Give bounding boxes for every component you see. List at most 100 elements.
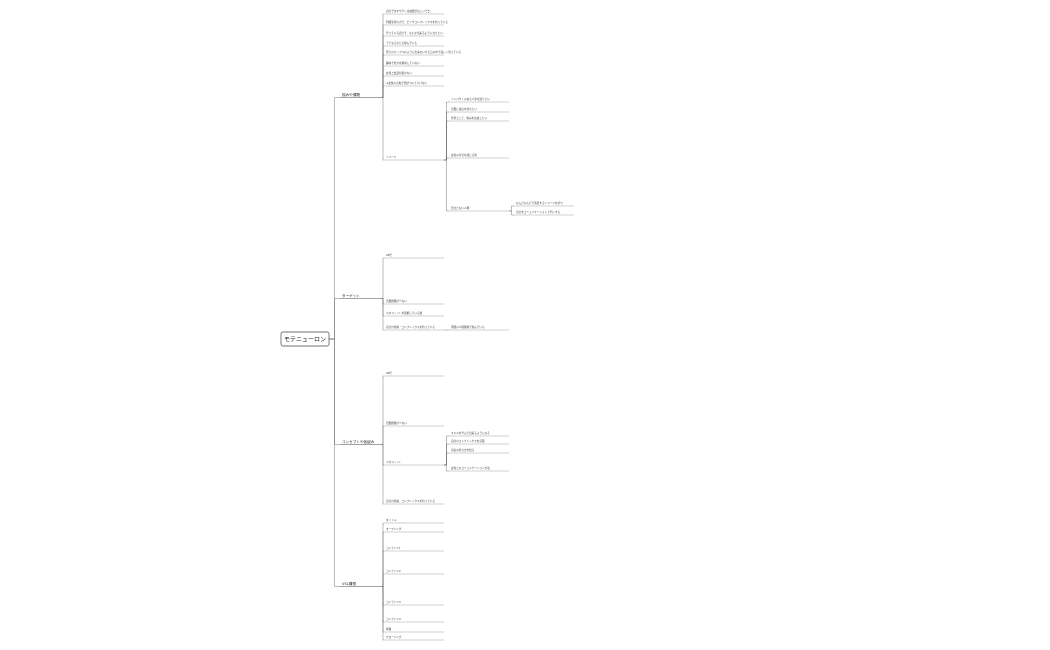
leaf-node[interactable]: ベネフィットを理解している層: [384, 311, 444, 317]
svg-text:コンテンツ3: コンテンツ3: [386, 600, 401, 604]
svg-text:周りのカップルのように出来ないけど心の中で寂しく思っている: 周りのカップルのように出来ないけど心の中で寂しく思っている: [386, 50, 461, 54]
svg-text:インパクトのある人生を送りたい: インパクトのある人生を送りたい: [451, 97, 490, 101]
connector-line: [382, 586, 384, 641]
leaf-node[interactable]: モテなるかとも悩んでいる: [384, 41, 444, 47]
connector-line: [329, 338, 340, 587]
svg-text:特典: 特典: [386, 627, 392, 631]
leaf-node[interactable]: 特典: [384, 627, 444, 633]
connector-line: [444, 464, 449, 472]
leaf-node[interactable]: 背景として、悩みを払拭したい: [449, 116, 509, 122]
leaf-node[interactable]: 女性と会話が続かない: [384, 71, 444, 77]
svg-text:オープニング: オープニング: [386, 527, 402, 531]
svg-text:20代: 20代: [386, 253, 392, 257]
svg-text:背景として、悩みを払拭したい: 背景として、悩みを払拭したい: [451, 116, 488, 120]
leaf-node[interactable]: 20代: [384, 371, 444, 377]
branch-node[interactable]: VSL構想: [340, 581, 382, 587]
svg-text:行っている自分で、なにか出来るようになりたい: 行っている自分で、なにか出来るようになりたい: [386, 31, 443, 35]
leaf-node[interactable]: 自分でタオやテレ主婦層がおこいでき、: [384, 9, 444, 15]
svg-text:イメージ: イメージ: [386, 155, 397, 159]
svg-text:趣味で何かを解決していない: 趣味で何かを解決していない: [386, 61, 420, 65]
connector-line: [509, 210, 514, 216]
svg-text:恋愛経験が少ない: 恋愛経験が少ない: [386, 421, 407, 425]
leaf-node[interactable]: タイトル: [384, 518, 444, 524]
svg-text:自信の持ち方を知る: 自信の持ち方を知る: [451, 448, 475, 452]
connector-line: [444, 452, 449, 466]
leaf-node[interactable]: 同級生等の力で、ピンクコンプレックスを持っている: [384, 20, 448, 26]
svg-text:自分をコミュニケーション上手にする: 自分をコミュニケーション上手にする: [516, 210, 560, 214]
connector-lines: [329, 13, 514, 641]
branch-node[interactable]: コンセプトや仮組み: [340, 439, 382, 445]
connector-line: [382, 573, 384, 587]
svg-text:女性の幸せを感じる時: 女性の幸せを感じる時: [451, 153, 477, 157]
root-node[interactable]: モテニューロン: [280, 331, 330, 347]
svg-text:★女性の言動で頭がついていけない: ★女性の言動で頭がついていけない: [386, 81, 428, 85]
leaf-node[interactable]: 趣味で何かを解決していない: [384, 61, 444, 67]
branch-label: 悩みや課題: [342, 92, 360, 97]
leaf-node[interactable]: イメージ: [384, 155, 444, 161]
leaf-node[interactable]: クロージング: [384, 635, 444, 641]
leaf-node[interactable]: コンテンツ3: [384, 600, 444, 606]
branch-label: コンセプトや仮組み: [342, 439, 375, 444]
leaf-node[interactable]: コンテンツ2: [384, 569, 444, 575]
leaf-node[interactable]: コンテンツ4: [384, 617, 444, 623]
leaf-node[interactable]: 恋愛経験が少ない: [384, 299, 444, 305]
leaf-node[interactable]: 自分の性格・コンプレックスを持っている: [384, 325, 444, 331]
leaf-node[interactable]: オープニング: [384, 527, 444, 533]
branch-node[interactable]: ターゲット: [340, 293, 382, 299]
leaf-node[interactable]: 自分をコミュニケーション上手にする: [514, 210, 574, 216]
svg-text:女性と会話が続かない: 女性と会話が続かない: [386, 71, 412, 75]
svg-text:コンテンツ2: コンテンツ2: [386, 569, 401, 573]
leaf-node[interactable]: 周りのカップルのように出来ないけど心の中で寂しく思っている: [384, 50, 461, 56]
leaf-node[interactable]: 目立たない人柄: [449, 206, 509, 212]
svg-text:スキルを学んで出来るようになる: スキルを学んで出来るようになる: [451, 431, 490, 435]
connector-line: [444, 159, 449, 212]
svg-text:自分でタオやテレ主婦層がおこいでき、: 自分でタオやテレ主婦層がおこいでき、: [386, 9, 432, 13]
svg-text:クロージング: クロージング: [386, 635, 402, 639]
root-label: モテニューロン: [284, 337, 326, 344]
leaf-node[interactable]: インパクトのある人生を送りたい: [449, 97, 509, 103]
leaf-node[interactable]: 周囲の人間関係で悩んでいる: [449, 325, 509, 331]
leaf-node[interactable]: 恋愛経験が少ない: [384, 421, 444, 427]
connector-line: [382, 97, 384, 161]
svg-text:女性とのコミュニケーション方法: 女性とのコミュニケーション方法: [451, 466, 490, 470]
leaf-node[interactable]: 20代: [384, 253, 444, 259]
svg-text:モテなるかとも悩んでいる: モテなるかとも悩んでいる: [386, 41, 417, 45]
svg-text:コンテンツ1: コンテンツ1: [386, 546, 401, 550]
leaf-node[interactable]: 自分の性格、コンプレックスを持っている: [384, 499, 444, 505]
leaf-node[interactable]: コンテンツ1: [384, 546, 444, 552]
connector-line: [382, 298, 384, 331]
leaf-node[interactable]: 自分のコンプレックスを克服: [449, 439, 509, 445]
svg-text:なんだかんだで満足するイメージを持つ: なんだかんだで満足するイメージを持つ: [516, 201, 563, 205]
leaf-node[interactable]: スキルを学んで出来るようになる: [449, 431, 509, 437]
svg-text:同級生等の力で、ピンクコンプレックスを持っている: 同級生等の力で、ピンクコンプレックスを持っている: [386, 20, 448, 24]
svg-text:タイトル: タイトル: [386, 518, 397, 522]
svg-text:自分のコンプレックスを克服: 自分のコンプレックスを克服: [451, 439, 485, 443]
svg-text:恋愛経験が少ない: 恋愛経験が少ない: [386, 299, 407, 303]
svg-text:自分の性格・コンプレックスを持っている: 自分の性格・コンプレックスを持っている: [386, 325, 435, 329]
connector-line: [382, 257, 384, 299]
leaf-node[interactable]: 女性とのコミュニケーション方法: [449, 466, 509, 472]
branch-label: VSL構想: [342, 581, 356, 586]
leaf-node[interactable]: 恋愛に自信を持ちたい: [449, 107, 509, 113]
svg-text:ベネフィット: ベネフィット: [386, 460, 402, 464]
leaf-node[interactable]: なんだかんだで満足するイメージを持つ: [514, 201, 574, 207]
connector-line: [444, 120, 449, 161]
svg-text:恋愛に自信を持ちたい: 恋愛に自信を持ちたい: [451, 107, 477, 111]
svg-text:コンテンツ4: コンテンツ4: [386, 617, 401, 621]
leaf-node[interactable]: ベネフィット: [384, 460, 444, 466]
leaf-node[interactable]: 行っている自分で、なにか出来るようになりたい: [384, 31, 444, 37]
leaf-node[interactable]: 女性の幸せを感じる時: [449, 153, 509, 159]
svg-text:周囲の人間関係で悩んでいる: 周囲の人間関係で悩んでいる: [451, 325, 485, 329]
svg-text:20代: 20代: [386, 371, 392, 375]
connector-line: [382, 425, 384, 445]
branch-label: ターゲット: [342, 293, 360, 298]
svg-text:目立たない人柄: 目立たない人柄: [451, 206, 470, 210]
svg-text:ベネフィットを理解している層: ベネフィットを理解している層: [386, 311, 423, 315]
leaf-node[interactable]: 自信の持ち方を知る: [449, 448, 509, 454]
connector-line: [329, 298, 340, 340]
connector-line: [444, 157, 449, 161]
connector-line: [509, 205, 514, 212]
leaf-node[interactable]: ★女性の言動で頭がついていけない: [384, 81, 444, 87]
branch-node[interactable]: 悩みや課題: [340, 92, 382, 98]
